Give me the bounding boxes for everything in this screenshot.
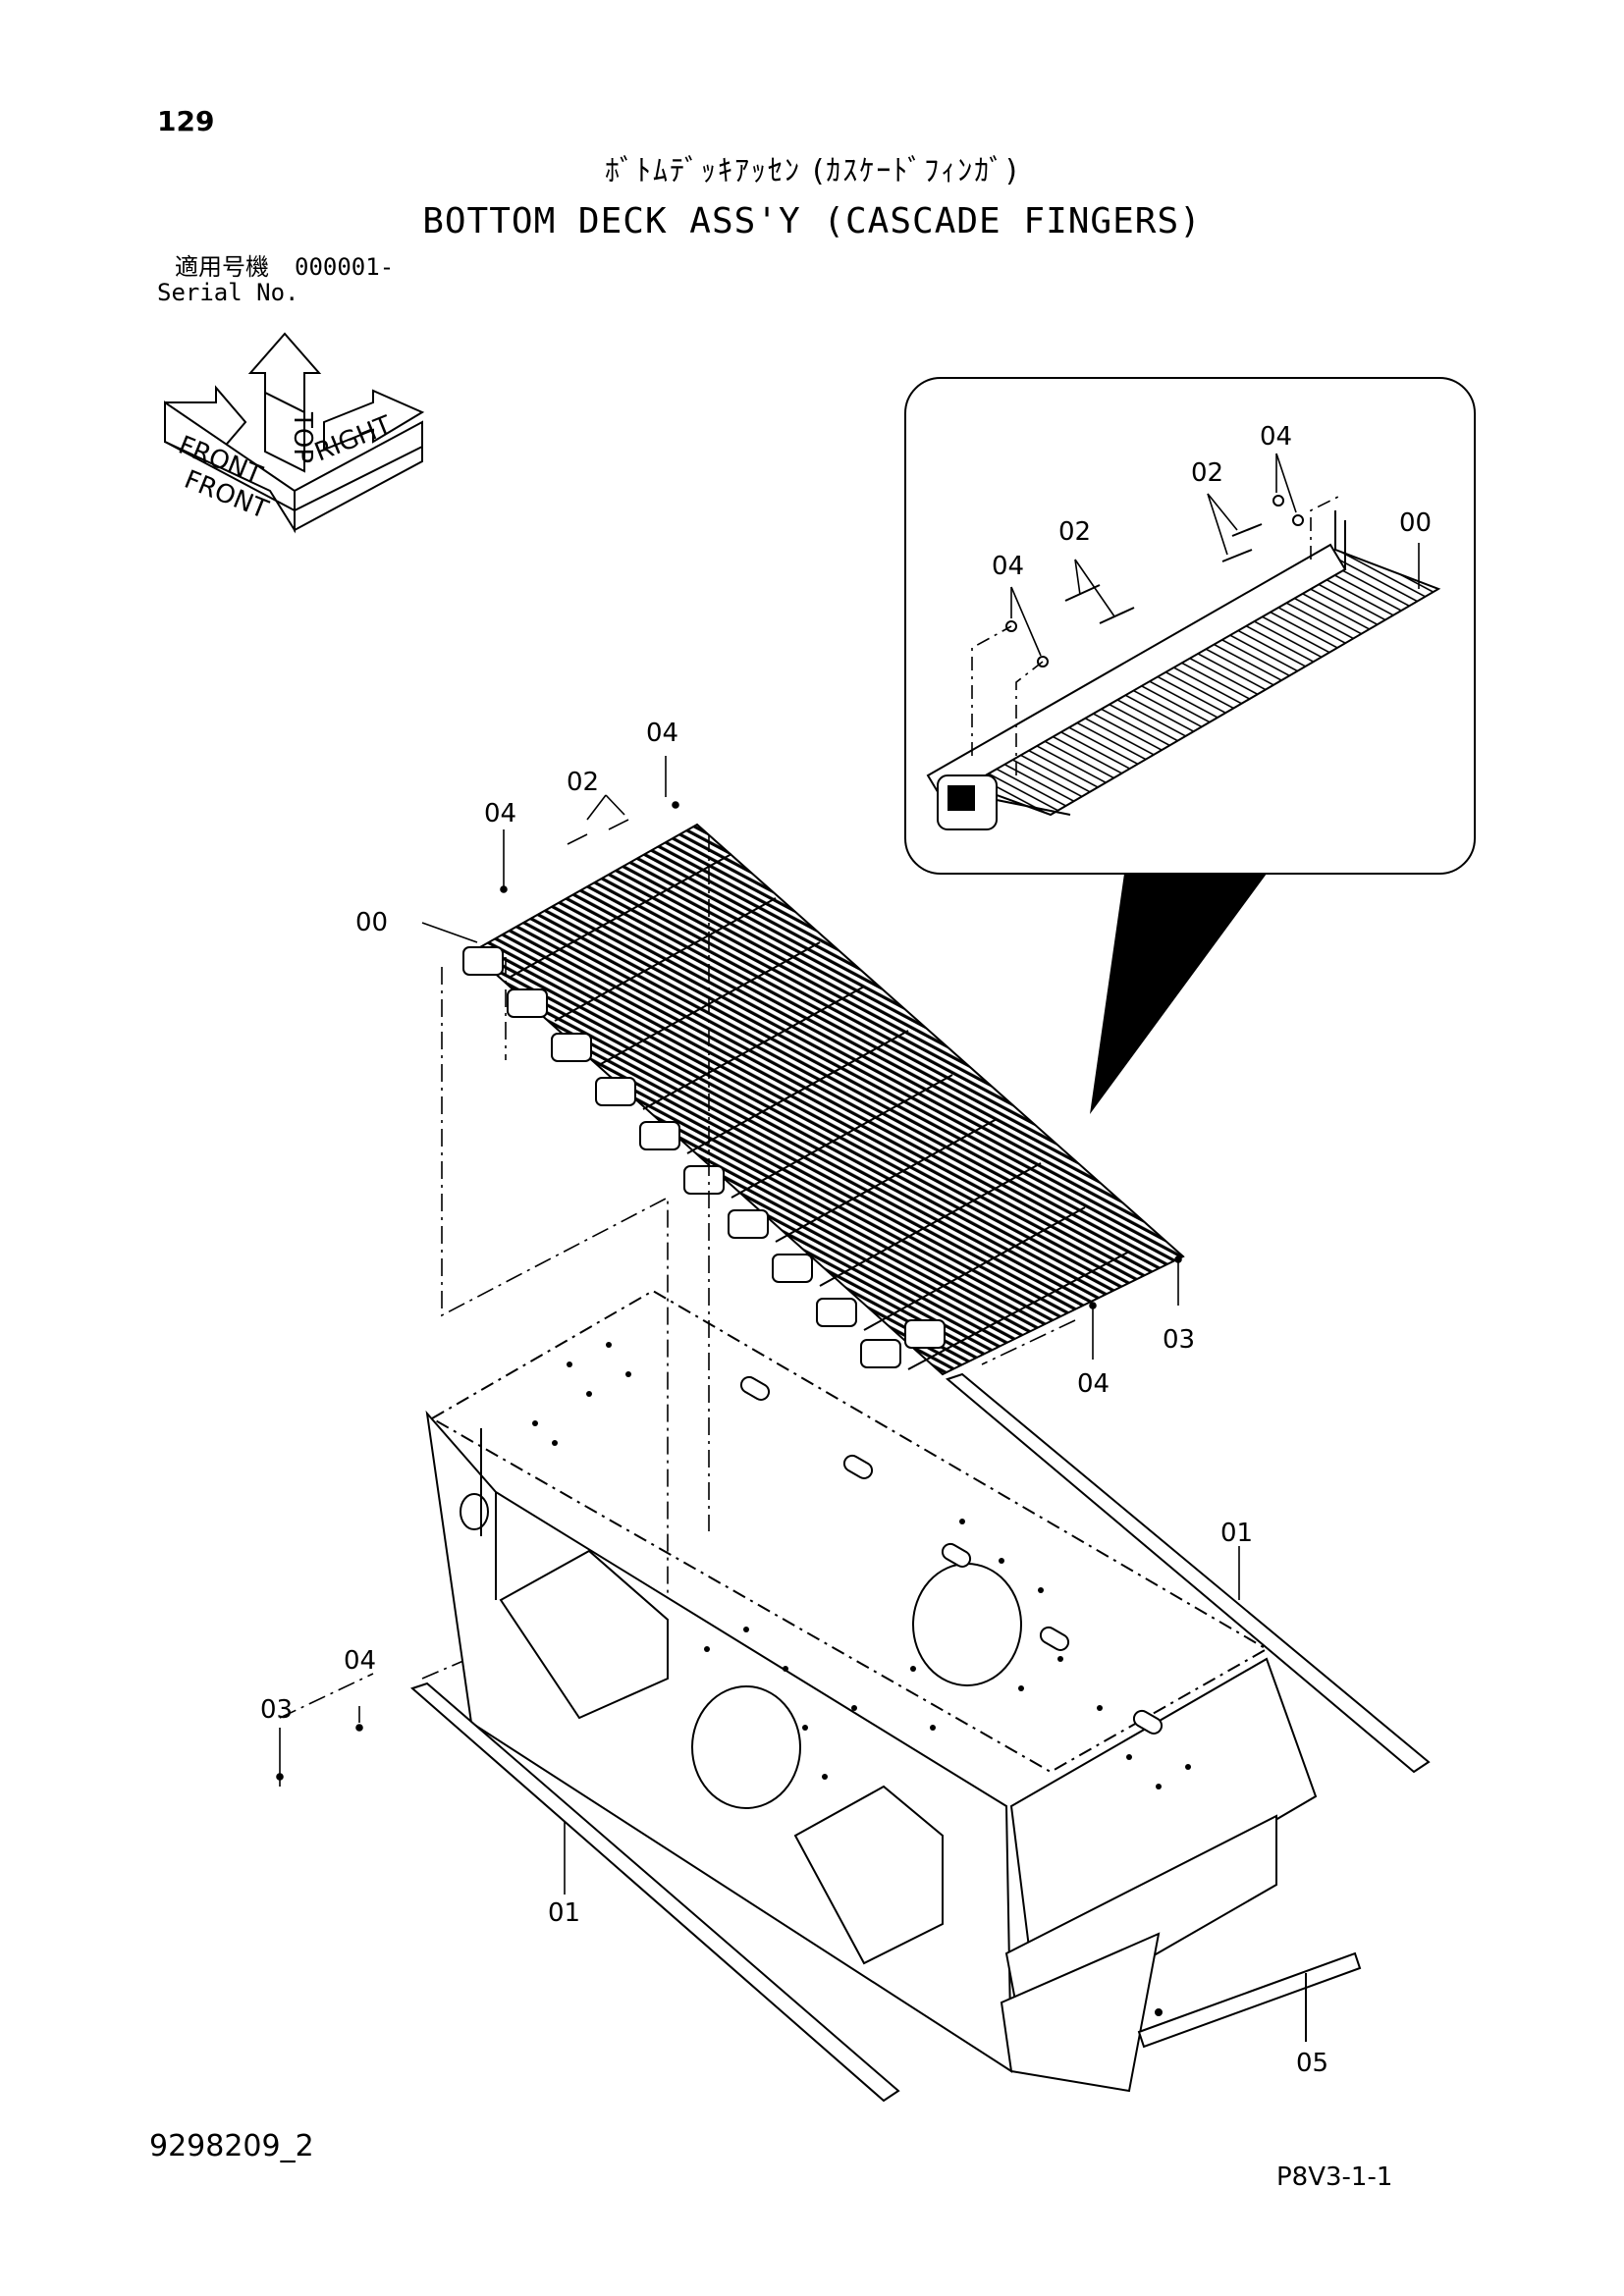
- title-japanese: ﾎﾞﾄﾑﾃﾞｯｷｱｯｾﾝ (ｶｽｹｰﾄﾞﾌｨﾝｶﾞ): [605, 154, 1019, 188]
- detail-view: 04 02 00 04 02: [904, 377, 1476, 1114]
- frame-brackets: [739, 1375, 1164, 1735]
- cascade-finger-deck: [462, 823, 1185, 1376]
- detail-callout-04-left: 04: [992, 552, 1024, 581]
- hardware-callout-03-left: 03: [260, 1695, 293, 1725]
- sheet-code: P8V3-1-1: [1276, 2163, 1393, 2192]
- hardware-callout-04-left: 04: [344, 1646, 376, 1676]
- detail-pointer: [1090, 874, 1267, 1114]
- detail-callout-04-right: 04: [1260, 422, 1292, 452]
- serial-label-english: Serial No.: [157, 279, 299, 306]
- serial-range: 000001-: [295, 253, 395, 281]
- deck-callout-04-top: 04: [646, 719, 678, 748]
- serial-label-japanese: 適用号機: [175, 253, 269, 281]
- side-rail-right: [945, 1372, 1431, 1774]
- detail-callout-02-right: 02: [1191, 458, 1223, 488]
- deck-callout-00: 00: [355, 908, 388, 937]
- page-number: 129: [157, 105, 215, 137]
- rail-callout-01-right: 01: [1220, 1519, 1253, 1548]
- deck-callout-03-right: 03: [1163, 1325, 1195, 1355]
- orientation-indicator: [164, 332, 425, 534]
- deck-hardware: [421, 756, 1182, 1360]
- detail-callout-00: 00: [1399, 508, 1432, 538]
- drawing-number: 9298209_2: [149, 2129, 314, 2163]
- rail-callout-01-left: 01: [548, 1898, 580, 1928]
- deck-callout-04-right: 04: [1077, 1369, 1110, 1399]
- deck-callout-04-left: 04: [484, 799, 516, 828]
- bar-callout-05: 05: [1296, 2049, 1328, 2078]
- detail-callout-02-left: 02: [1058, 517, 1091, 547]
- frame-bolt-holes: [532, 1342, 1191, 1789]
- rail-leaders: [276, 1546, 1240, 1895]
- title-english: BOTTOM DECK ASS'Y (CASCADE FINGERS): [422, 201, 1202, 241]
- bottom-bar: [1137, 1951, 1362, 2049]
- deck-callout-02: 02: [567, 768, 599, 797]
- orientation-top: TOP: [288, 411, 317, 463]
- side-rail-left: [410, 1682, 900, 2103]
- screen-frame: [425, 1289, 1318, 2093]
